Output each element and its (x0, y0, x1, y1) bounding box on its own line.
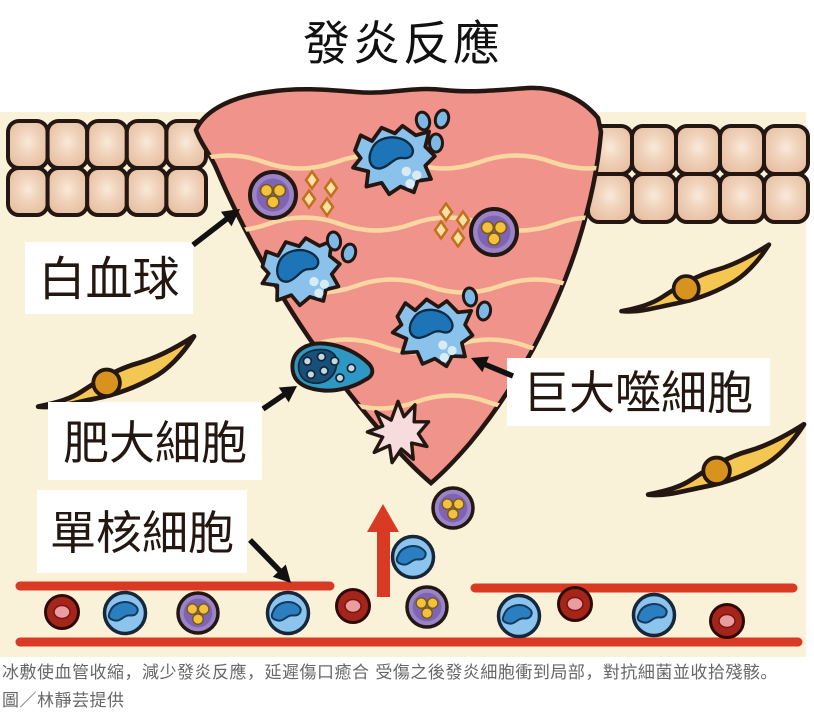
histamine-granule-diamond (450, 227, 466, 249)
epidermis-cell (674, 124, 722, 176)
label-monocyte-text: 單核細胞 (50, 506, 234, 560)
label-leukocyte: 白血球 (25, 209, 240, 314)
cytokine-droplet (414, 110, 432, 132)
leukocyte-cell (405, 585, 449, 629)
label-macrophage-text: 巨大噬細胞 (523, 366, 753, 420)
dendritic-cell (365, 399, 431, 465)
cytokine-droplet (340, 242, 358, 264)
red-blood-cell (335, 588, 371, 624)
cytokine-droplet (428, 132, 444, 154)
histamine-granule-diamond (304, 169, 320, 191)
epidermis-cell (6, 119, 50, 170)
figure-title: 發炎反應 (303, 17, 503, 72)
epidermis-cell (85, 166, 129, 217)
mast-cell-arrowhead-icon (278, 386, 297, 403)
wound-cells (248, 108, 519, 465)
fibroblast-cell (645, 421, 807, 498)
histamine-granule-diamond (433, 219, 449, 241)
leukocyte-cell (469, 207, 519, 257)
leukocyte-cell (176, 591, 220, 635)
fibroblast-cells (35, 242, 807, 498)
label-mast-cell-text: 肥大細胞 (63, 416, 247, 470)
cytokine-droplet (433, 108, 451, 130)
macrophage-cell (351, 123, 437, 197)
macrophage-arrow (482, 361, 515, 379)
monocyte-arrowhead-icon (272, 564, 291, 583)
epidermis-cell (762, 124, 810, 176)
label-monocyte: 單核細胞 (37, 490, 291, 583)
leukocyte-arrow (191, 215, 230, 248)
leukocyte-cell (431, 486, 475, 530)
mast-cell-arrow (261, 391, 287, 412)
leukocyte-cell (248, 170, 298, 220)
epidermis-cell (762, 172, 810, 224)
monocyte-cell (496, 593, 542, 639)
histamine-granule-diamond (438, 201, 454, 223)
label-box (25, 242, 193, 314)
epidermis-cell (630, 124, 678, 176)
macrophage-cell (260, 236, 342, 308)
collagen-wave-line (196, 215, 601, 233)
cytokine-droplet (461, 286, 479, 308)
vessel-cells (44, 486, 745, 639)
monocyte-cell (265, 590, 311, 636)
epidermis-cells (6, 119, 810, 224)
caption-line-2: 圖／林靜芸提供 (2, 691, 125, 711)
monocyte-cell (390, 534, 436, 580)
caption-line-1: 冰敷使血管收縮，減少發炎反應，延遲傷口癒合 受傷之後發炎細胞衝到局部，對抗細菌並… (2, 662, 778, 683)
histamine-granule-diamond (455, 209, 471, 231)
macrophage-cell (390, 297, 475, 369)
epidermis-cell (45, 119, 90, 170)
fibroblast-cell (35, 333, 197, 410)
monocyte-cell (631, 592, 677, 638)
label-box (48, 402, 262, 480)
epidermis-cell (630, 172, 678, 224)
leukocyte-arrowhead-icon (220, 209, 240, 227)
histamine-granule-diamond (301, 188, 317, 210)
red-blood-cell (44, 594, 80, 630)
monocyte-cell (102, 590, 148, 636)
migration-up-arrow-icon (367, 504, 399, 597)
epidermis-cell (124, 166, 169, 217)
fibroblast-cell (619, 242, 772, 314)
blood-vessel (15, 581, 803, 647)
epidermis-cell (124, 119, 169, 170)
label-box (37, 490, 247, 573)
label-macrophage: 巨大噬細胞 (471, 356, 770, 426)
macrophage-arrowhead-icon (471, 356, 489, 373)
epidermis-cell (718, 124, 766, 176)
histamine-granule-diamond (323, 177, 339, 199)
mast-cell (290, 341, 375, 393)
epidermis-cell (45, 166, 90, 217)
cytokine-droplet (325, 230, 343, 252)
epidermis-cell (85, 119, 129, 170)
red-blood-cell (557, 586, 593, 622)
epidermis-cell (6, 166, 50, 217)
cytokine-droplet (475, 300, 493, 322)
label-leukocyte-text: 白血球 (39, 253, 180, 308)
epidermis-cell (718, 172, 766, 224)
epidermis-cell (164, 166, 208, 217)
histamine-granule-diamond (319, 196, 335, 218)
red-blood-cell (709, 603, 745, 639)
epidermis-cell (674, 172, 722, 224)
monocyte-arrow (248, 538, 283, 574)
label-mast-cell: 肥大細胞 (48, 386, 297, 480)
label-box (507, 358, 770, 426)
